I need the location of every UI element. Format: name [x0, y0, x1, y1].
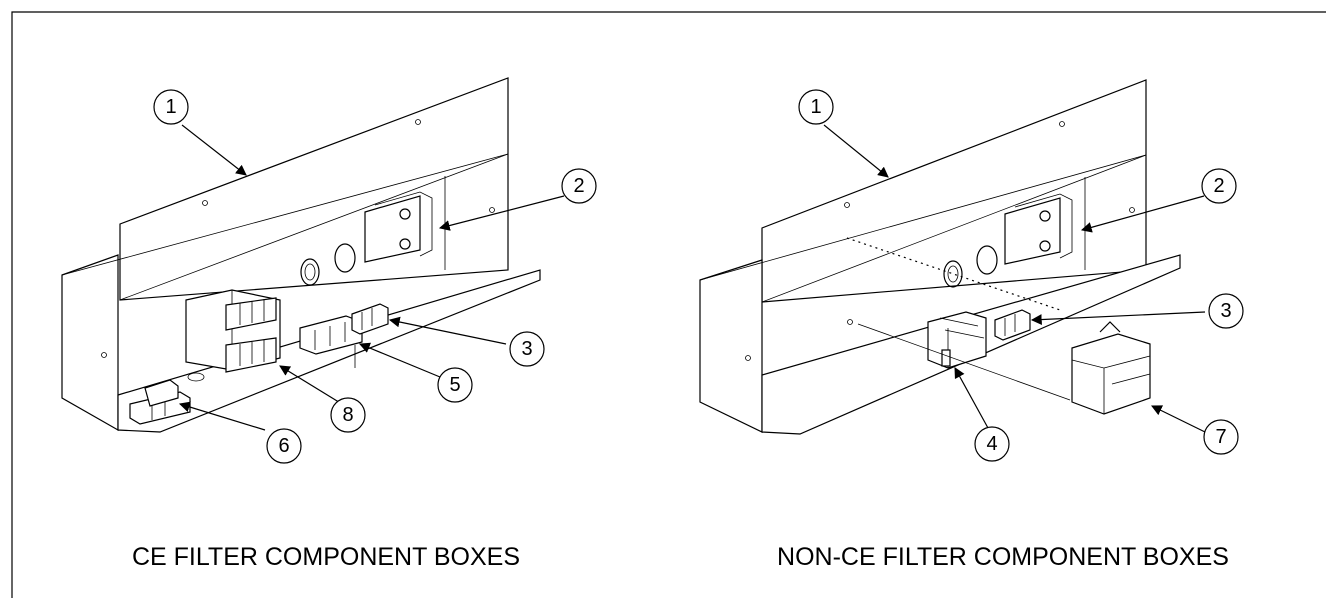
left-callout-3: 3: [509, 331, 545, 367]
left-callout-1: 1: [153, 89, 189, 125]
svg-text:2: 2: [1213, 175, 1224, 197]
left-component-2: [364, 191, 433, 263]
svg-text:6: 6: [278, 435, 289, 457]
left-diagram: 1 2 3 5 8 6 CE FILTER COMPONENT BOXES: [61, 77, 597, 571]
right-callout-7: 7: [1203, 419, 1239, 455]
right-caption: NON-CE FILTER COMPONENT BOXES: [777, 543, 1229, 571]
svg-text:4: 4: [986, 433, 997, 455]
right-callout-2: 2: [1201, 168, 1237, 204]
right-callout-1: 1: [798, 89, 834, 125]
left-component-8: [185, 289, 281, 382]
page-border: [11, 11, 1326, 598]
right-component-2: [1004, 193, 1073, 265]
left-box-front: [61, 254, 119, 432]
right-box-front: [699, 259, 763, 433]
right-diagram: 1 2 3 7 4 NON-CE FILTER COMPONENT BOXES: [699, 79, 1244, 571]
left-callout-8: 8: [330, 397, 366, 433]
left-callout-5: 5: [437, 367, 473, 403]
left-component-3: [351, 303, 389, 335]
left-component-5: [299, 315, 363, 368]
svg-text:1: 1: [165, 96, 176, 118]
svg-text:8: 8: [342, 404, 353, 426]
right-component-7: [1071, 321, 1151, 415]
svg-text:3: 3: [1220, 300, 1231, 322]
svg-text:7: 7: [1215, 426, 1226, 448]
svg-text:2: 2: [573, 175, 584, 197]
left-component-6: [129, 379, 191, 425]
left-caption: CE FILTER COMPONENT BOXES: [132, 543, 520, 571]
left-callout-6: 6: [266, 428, 302, 464]
right-component-3: [994, 309, 1031, 341]
right-callout-3: 3: [1208, 293, 1244, 329]
svg-text:3: 3: [521, 338, 532, 360]
svg-text:1: 1: [810, 96, 821, 118]
right-callout-4: 4: [974, 426, 1010, 462]
left-callout-2: 2: [561, 168, 597, 204]
svg-text:5: 5: [449, 374, 460, 396]
